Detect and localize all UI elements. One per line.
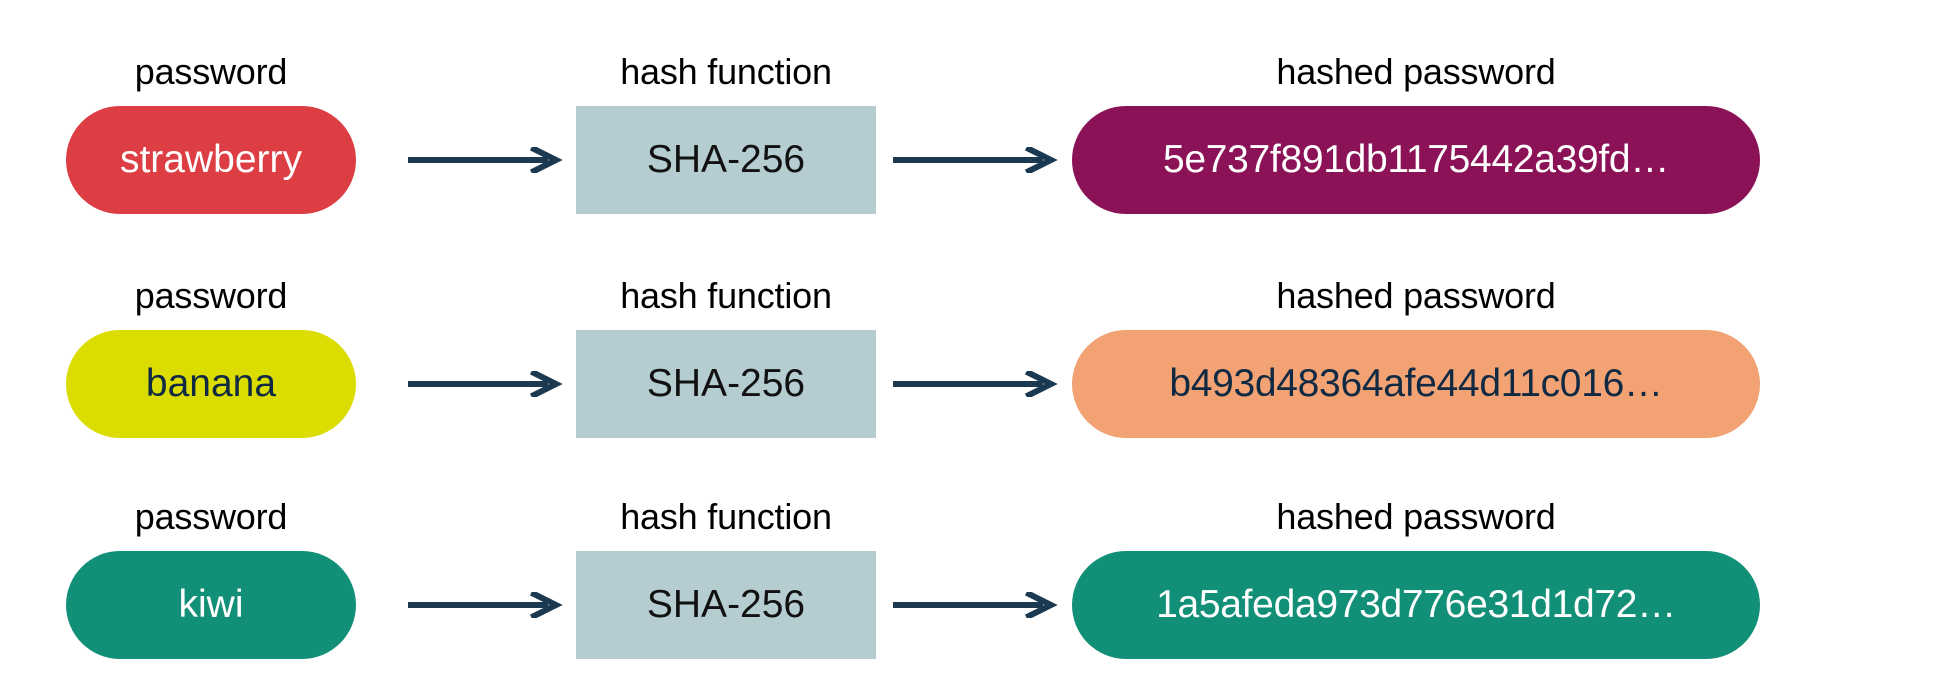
- arrow-right-icon: [891, 592, 1061, 618]
- arrow-right-icon: [406, 147, 566, 173]
- arrow-right-icon: [406, 592, 566, 618]
- arrow-password-to-hash: [406, 330, 566, 438]
- hash-function-cell: hash function SHA-256: [566, 54, 886, 214]
- diagram-row: password kiwi hash function SHA-256: [0, 459, 1940, 659]
- password-label: password: [134, 496, 288, 537]
- arrow-password-to-hash: [406, 551, 566, 659]
- password-cell: password banana: [16, 278, 406, 438]
- hashed-password-label: hashed password: [1276, 496, 1556, 537]
- hash-function-value: SHA-256: [646, 138, 806, 181]
- hashed-password-pill[interactable]: 1a5afeda973d776e31d1d72…: [1072, 551, 1760, 659]
- hashed-password-value: 1a5afeda973d776e31d1d72…: [1156, 583, 1676, 626]
- hash-function-label: hash function: [620, 496, 832, 537]
- password-cell: password kiwi: [16, 499, 406, 659]
- hashed-password-value: b493d48364afe44d11c016…: [1169, 362, 1663, 405]
- password-cell: password strawberry: [16, 54, 406, 214]
- arrow-right-icon: [406, 371, 566, 397]
- password-value: kiwi: [178, 583, 244, 626]
- hashed-password-pill[interactable]: b493d48364afe44d11c016…: [1072, 330, 1760, 438]
- hash-function-label: hash function: [620, 275, 832, 316]
- diagram-row: password banana hash function SHA-256: [0, 238, 1940, 438]
- hash-function-box[interactable]: SHA-256: [576, 106, 876, 214]
- hash-function-cell: hash function SHA-256: [566, 278, 886, 438]
- hash-function-label: hash function: [620, 51, 832, 92]
- arrow-right-icon: [891, 371, 1061, 397]
- hashed-password-label: hashed password: [1276, 275, 1556, 316]
- hashed-password-cell: hashed password 5e737f891db1175442a39fd…: [1066, 54, 1766, 214]
- hash-function-value: SHA-256: [646, 362, 806, 405]
- password-pill[interactable]: banana: [66, 330, 356, 438]
- password-pill[interactable]: strawberry: [66, 106, 356, 214]
- hashed-password-pill[interactable]: 5e737f891db1175442a39fd…: [1072, 106, 1760, 214]
- password-value: banana: [145, 362, 277, 405]
- hash-function-cell: hash function SHA-256: [566, 499, 886, 659]
- hash-function-value: SHA-256: [646, 583, 806, 626]
- password-label: password: [134, 275, 288, 316]
- hashed-password-cell: hashed password 1a5afeda973d776e31d1d72…: [1066, 499, 1766, 659]
- arrow-password-to-hash: [406, 106, 566, 214]
- password-value: strawberry: [119, 138, 303, 181]
- hashed-password-value: 5e737f891db1175442a39fd…: [1162, 138, 1670, 181]
- hash-function-box[interactable]: SHA-256: [576, 330, 876, 438]
- arrow-hash-to-hashed: [886, 551, 1066, 659]
- arrow-hash-to-hashed: [886, 330, 1066, 438]
- diagram-row: password strawberry hash function SHA-25…: [0, 14, 1940, 214]
- password-pill[interactable]: kiwi: [66, 551, 356, 659]
- hash-function-box[interactable]: SHA-256: [576, 551, 876, 659]
- hashed-password-label: hashed password: [1276, 51, 1556, 92]
- arrow-right-icon: [891, 147, 1061, 173]
- password-label: password: [134, 51, 288, 92]
- hashed-password-cell: hashed password b493d48364afe44d11c016…: [1066, 278, 1766, 438]
- arrow-hash-to-hashed: [886, 106, 1066, 214]
